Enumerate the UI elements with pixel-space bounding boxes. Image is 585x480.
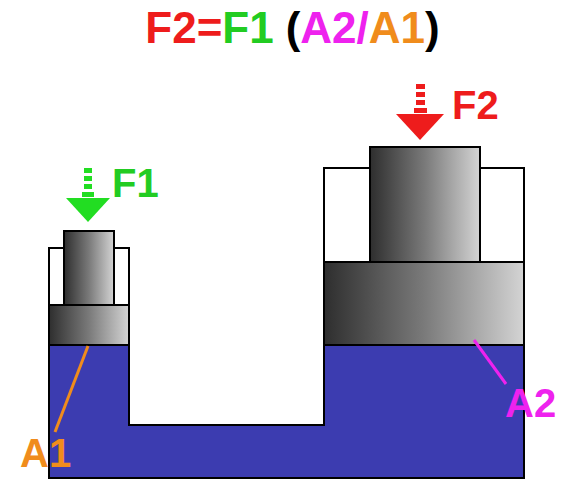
small-piston [49,305,129,345]
force-label: F1 [112,160,159,206]
formula-term: A2 [300,2,356,54]
large-piston-rod [370,147,480,263]
formula-term: ( [286,2,301,54]
force-arrow-f2 [396,84,444,140]
large-piston [324,262,524,345]
formula-term: = [197,2,223,54]
force-label: F2 [452,82,499,128]
formula: F2=F1(A2/A1) [0,2,585,54]
force-arrow-f1 [66,168,110,222]
leader-line-a2 [474,340,506,384]
formula-term: / [357,2,369,54]
area-label: A1 [20,430,71,476]
formula-term: ) [425,2,440,54]
hydraulic-fluid [49,345,524,478]
leader-line-a1 [55,346,88,432]
formula-term: F1 [222,2,273,54]
small-piston-rod [64,231,114,306]
formula-term: F2 [145,2,196,54]
area-label: A2 [505,380,556,426]
formula-term: A1 [369,2,425,54]
